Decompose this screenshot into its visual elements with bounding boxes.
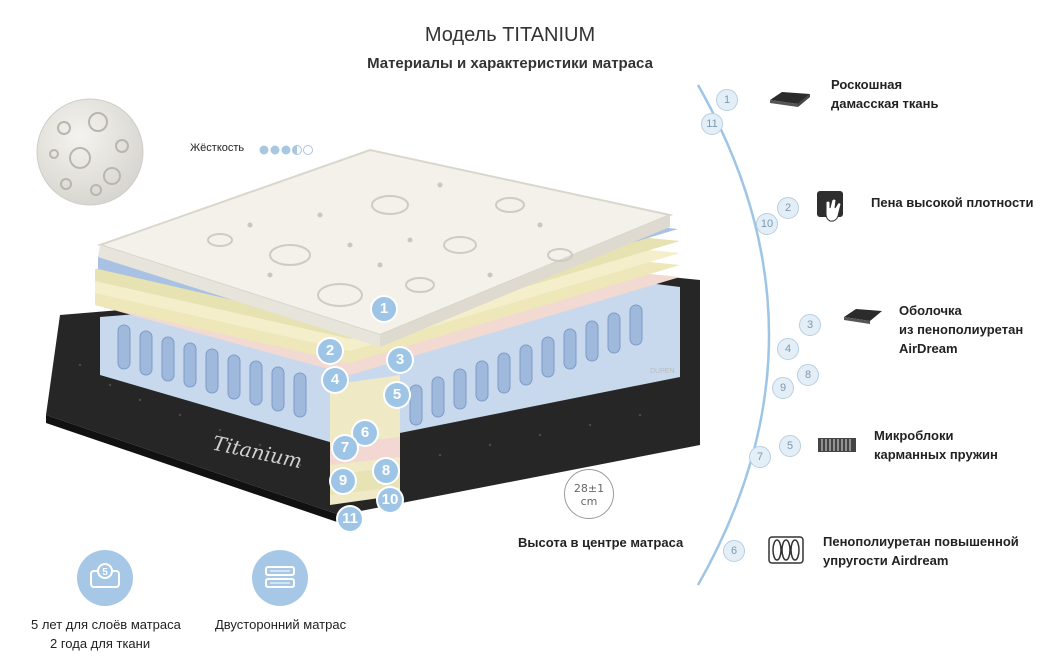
two-sided-label: Двусторонний матрас — [215, 617, 347, 632]
arc-marker-7: 7 — [749, 446, 771, 468]
height-badge: 28±1 cm — [564, 469, 614, 519]
arc-marker-9: 9 — [772, 377, 794, 399]
fabric-icon — [768, 88, 812, 115]
layer-badge-8: 8 — [374, 459, 398, 483]
feature-label-fabric: Роскошная дамасская ткань — [831, 77, 939, 111]
height-label: Высота в центре матраса — [518, 535, 684, 550]
foam-shell-icon — [842, 305, 884, 332]
feature-label-coils: Пенополиуретан повышенной упругости Aird… — [823, 534, 1019, 568]
firmness-label: Жёсткость — [190, 142, 245, 154]
fabric-closeup-image — [36, 98, 144, 206]
layer-badge-3: 3 — [388, 348, 412, 372]
layer-badge-9: 9 — [331, 469, 355, 493]
mattress-cutaway-illustration — [40, 145, 720, 535]
feature-label-shell: Оболочка из пенополиуретан AirDream — [899, 303, 1024, 356]
hand-press-icon — [816, 190, 850, 229]
feature-label-foam: Пена высокой плотности — [871, 195, 1034, 210]
warranty-line-1: 5 лет для слоёв матраса — [31, 617, 181, 632]
warranty-icon-number: 5 — [102, 567, 108, 578]
two-sided-icon — [251, 549, 309, 612]
feature-label-springs: Микроблоки карманных пружин — [874, 428, 998, 462]
arc-marker-8: 8 — [797, 364, 819, 386]
coil-icon — [768, 536, 804, 569]
layer-badge-7: 7 — [333, 436, 357, 460]
warranty-icon: 5 — [76, 549, 134, 612]
arc-marker-5: 5 — [779, 435, 801, 457]
firmness-dots — [258, 143, 320, 162]
arc-marker-1: 1 — [716, 89, 738, 111]
arc-marker-10: 10 — [756, 213, 778, 235]
brand-side-label: DUPEN — [650, 368, 675, 375]
layers-arc — [690, 80, 830, 590]
arc-marker-6: 6 — [723, 540, 745, 562]
warranty-line-2: 2 года для ткани — [50, 636, 151, 651]
height-value: 28±1 — [573, 482, 605, 495]
layer-badge-10: 10 — [378, 488, 402, 512]
layer-badge-6: 6 — [353, 421, 377, 445]
layer-badge-4: 4 — [323, 368, 347, 392]
page-subtitle: Материалы и характеристики матраса — [367, 55, 653, 72]
layer-badge-1: 1 — [372, 297, 396, 321]
page-title: Модель TITANIUM — [424, 24, 596, 46]
layer-badge-11: 11 — [338, 507, 362, 531]
arc-marker-4: 4 — [777, 338, 799, 360]
layer-badge-2: 2 — [318, 339, 342, 363]
height-unit: cm — [580, 495, 598, 508]
arc-marker-3: 3 — [799, 314, 821, 336]
layer-badge-5: 5 — [385, 383, 409, 407]
arc-marker-11: 11 — [701, 113, 723, 135]
arc-marker-2: 2 — [777, 197, 799, 219]
springs-icon — [817, 436, 857, 459]
